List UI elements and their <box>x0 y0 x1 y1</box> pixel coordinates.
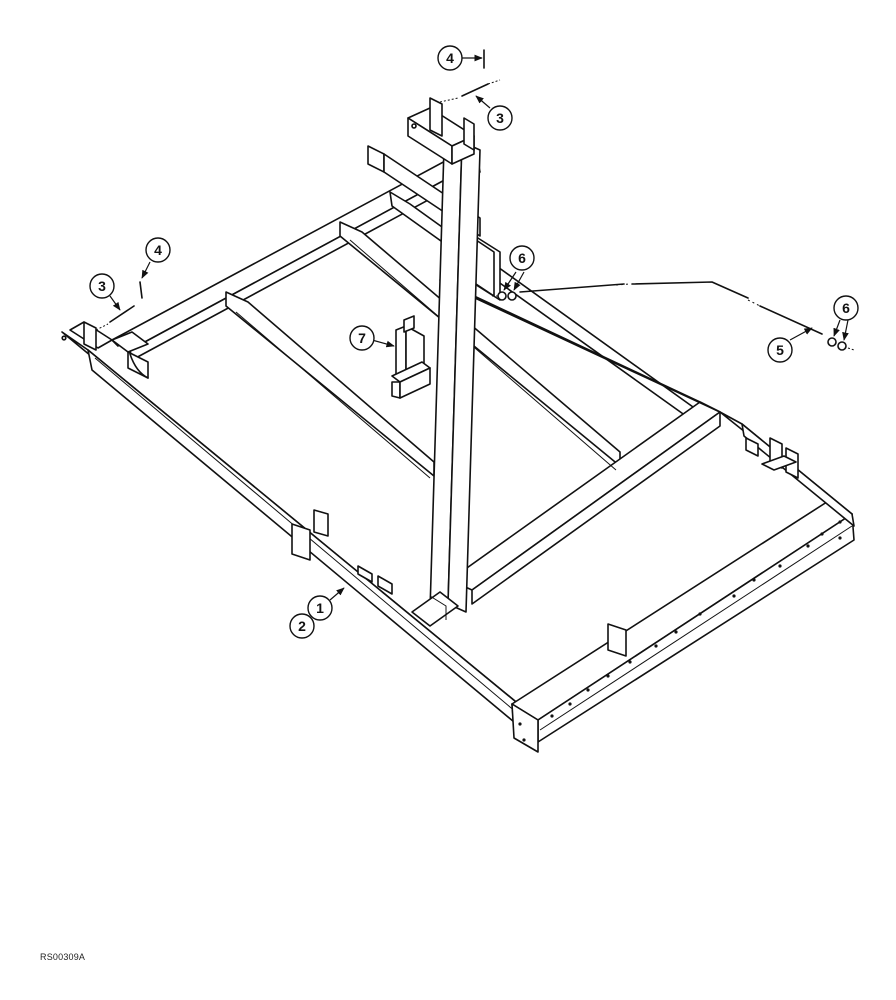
svg-text:2: 2 <box>298 618 306 634</box>
left-hitch-bracket <box>61 321 149 379</box>
callout-3-left: 3 <box>89 273 121 311</box>
nuts-part-6 <box>492 291 855 351</box>
callout-4-top: 4 <box>437 45 483 71</box>
callout-4-left: 4 <box>141 237 171 279</box>
svg-text:1: 1 <box>316 600 324 616</box>
top-hitch-bracket <box>407 97 475 165</box>
svg-text:3: 3 <box>496 110 504 126</box>
callout-7: 7 <box>349 325 395 351</box>
right-brackets <box>745 437 799 479</box>
callout-6-right: 6 <box>833 295 859 341</box>
callout-1: 1 <box>307 587 345 621</box>
svg-text:4: 4 <box>446 50 454 66</box>
callout-2: 2 <box>289 613 315 639</box>
svg-text:6: 6 <box>842 300 850 316</box>
callout-6-left: 6 <box>503 245 535 291</box>
svg-text:5: 5 <box>776 342 784 358</box>
diagonal-mast <box>411 141 481 627</box>
svg-text:6: 6 <box>518 250 526 266</box>
drawing-code: RS00309A <box>40 952 86 962</box>
pins-part-3-4 <box>95 49 501 331</box>
svg-text:4: 4 <box>154 242 162 258</box>
callout-3-top: 3 <box>475 95 513 131</box>
right-end-plate <box>511 703 539 753</box>
callout-5: 5 <box>767 327 813 363</box>
bolt-holes <box>518 520 842 742</box>
front-mount-pads <box>291 509 627 657</box>
svg-text:7: 7 <box>358 330 366 346</box>
stand-bracket-part-7 <box>391 315 431 399</box>
svg-text:3: 3 <box>98 278 106 294</box>
